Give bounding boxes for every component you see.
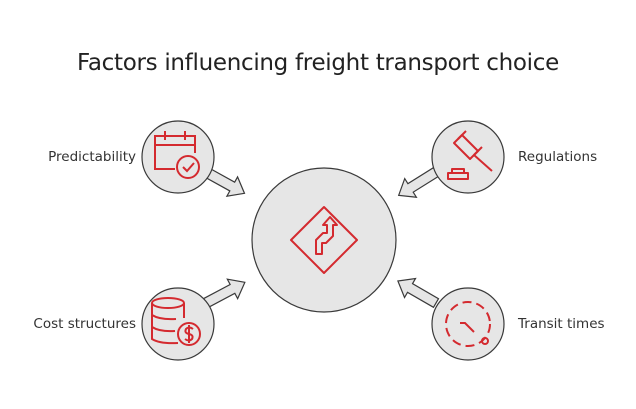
predictability-circle — [141, 120, 215, 194]
gavel-icon — [447, 130, 493, 180]
factor-label-predictability: Predictability — [48, 149, 136, 165]
arrow-transit-times — [391, 270, 443, 314]
coins-dollar-icon — [151, 297, 201, 346]
transit-times-circle — [431, 287, 505, 361]
factor-label-cost-structures: Cost structures — [33, 316, 136, 332]
factor-label-transit-times: Transit times — [518, 316, 605, 332]
center-circle — [251, 167, 397, 313]
diagram-title: Factors influencing freight transport ch… — [77, 50, 559, 76]
winding-road-sign-icon — [290, 206, 358, 274]
calendar-check-icon — [154, 131, 200, 179]
clock-icon — [445, 301, 491, 347]
factor-label-regulations: Regulations — [518, 149, 598, 165]
